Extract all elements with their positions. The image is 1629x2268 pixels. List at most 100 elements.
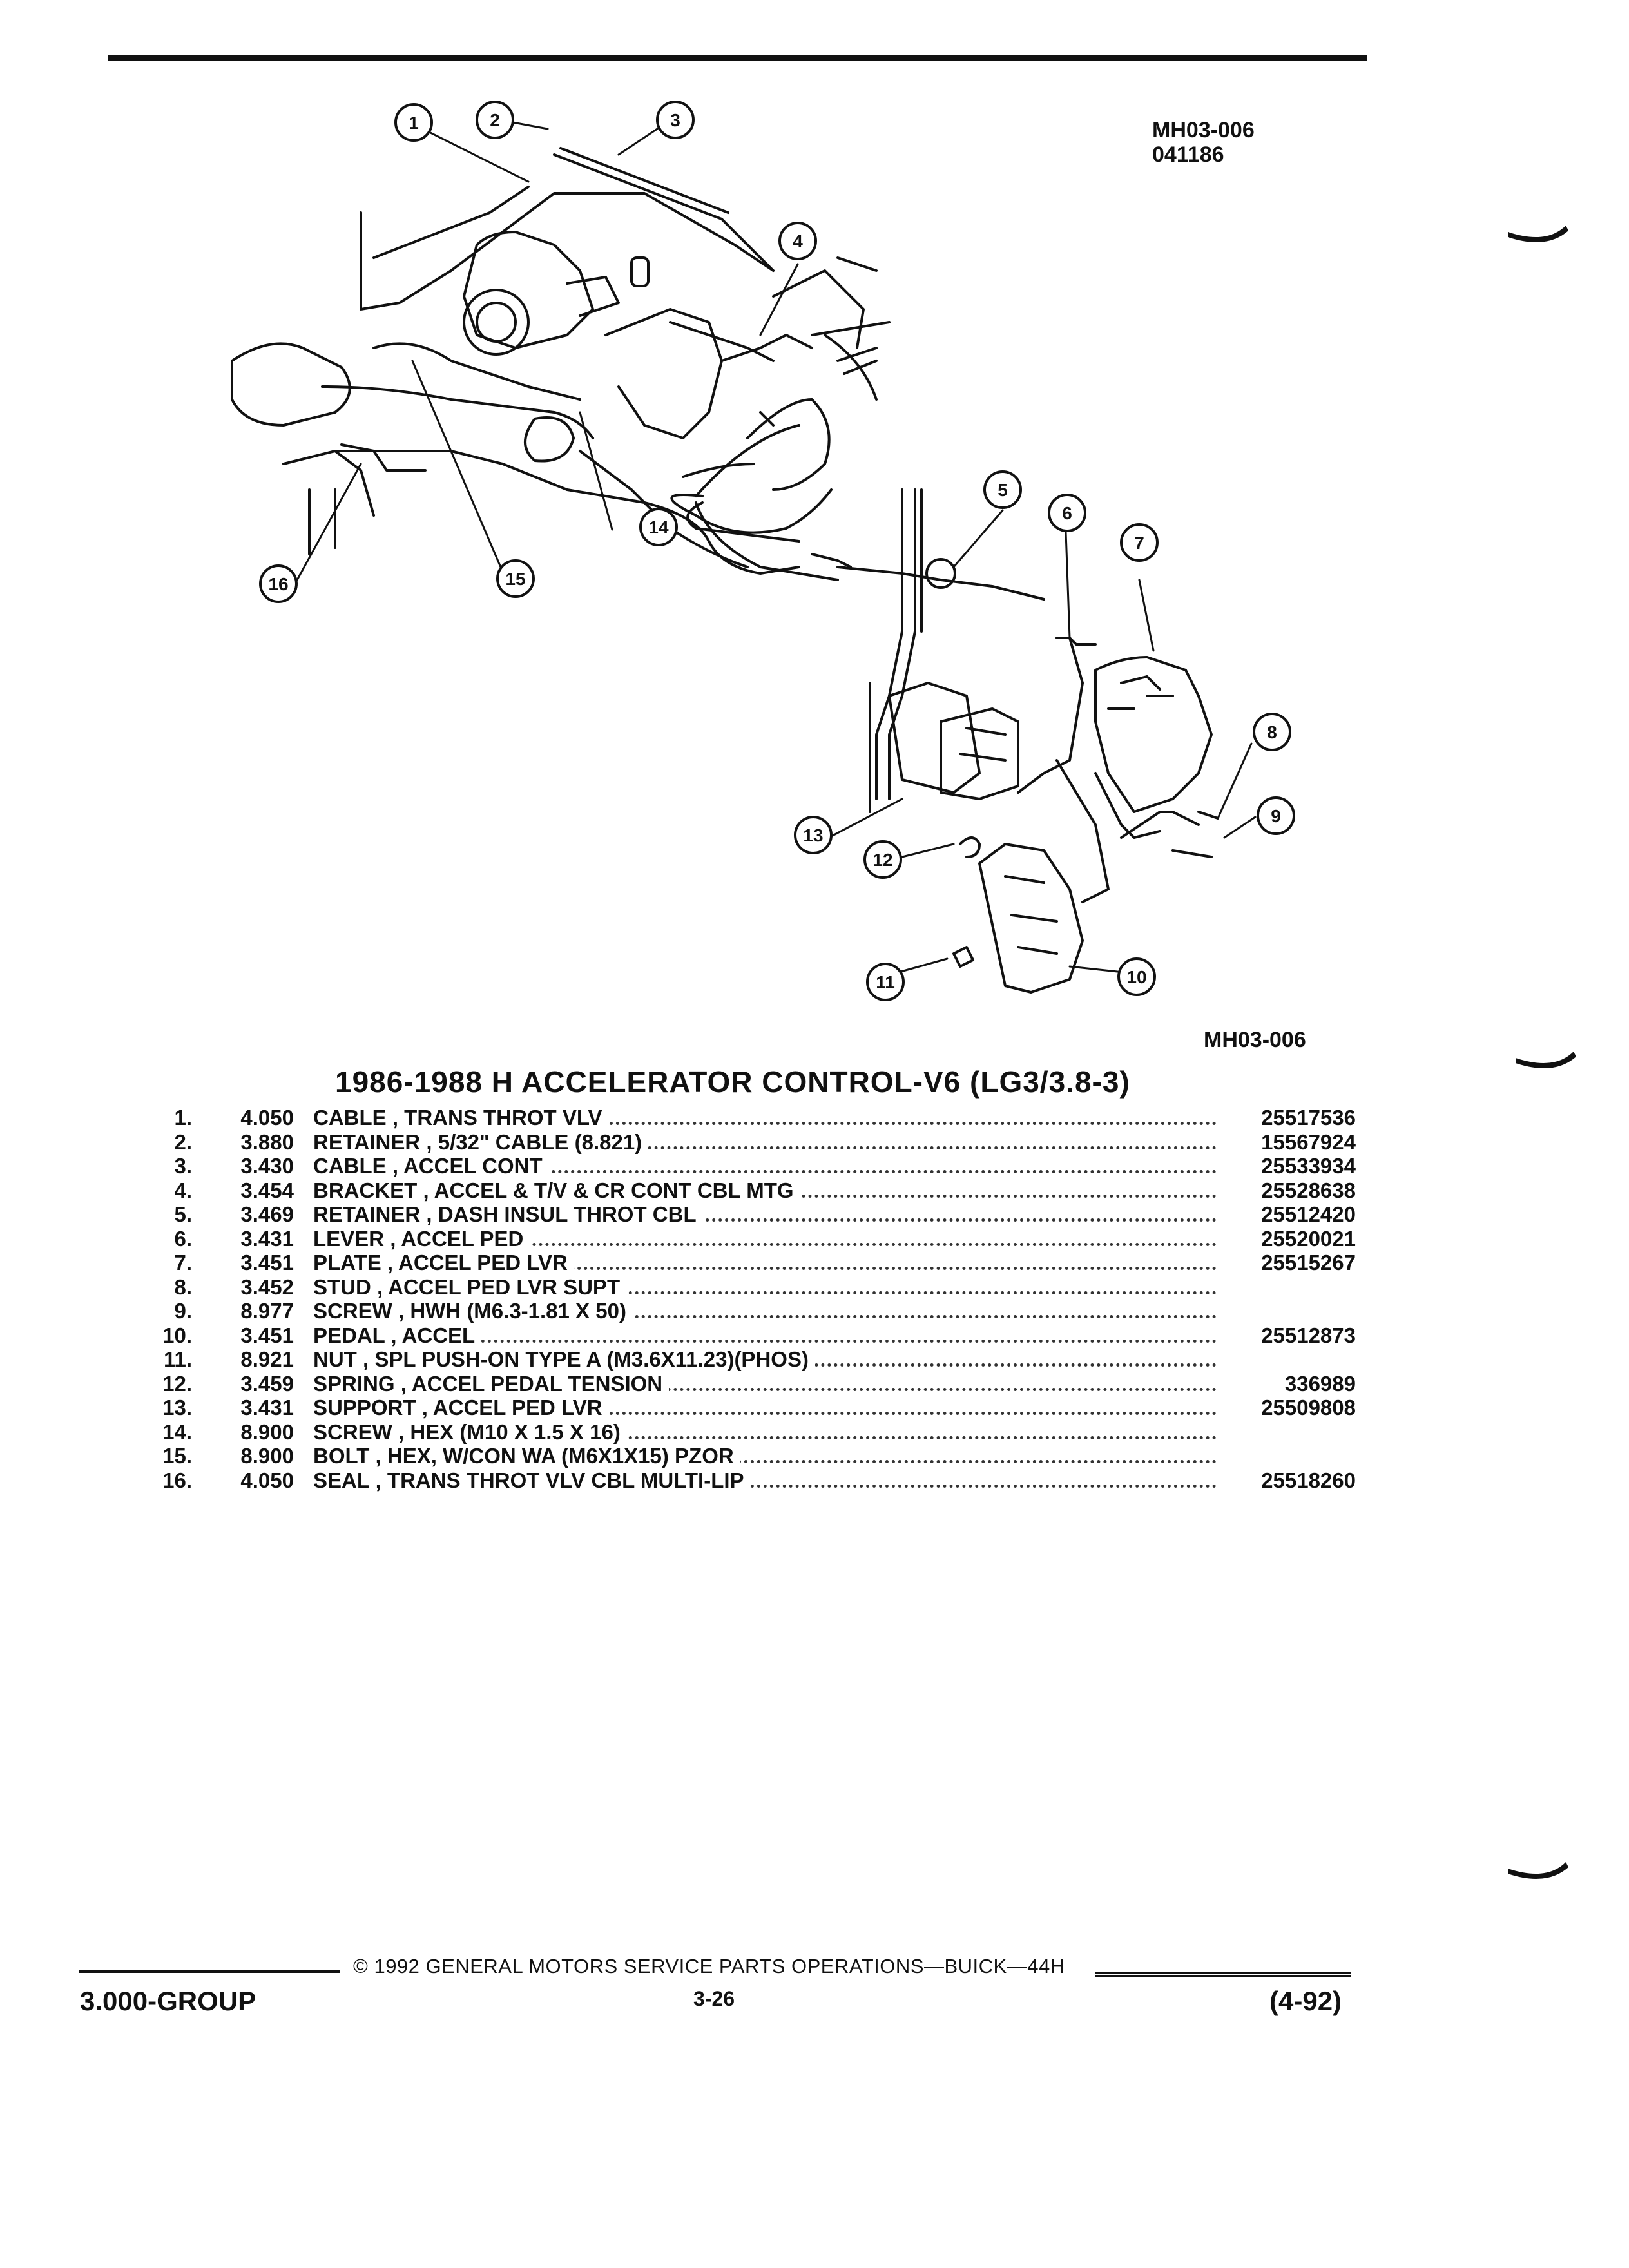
- part-description: PLATE , ACCEL PED LVR: [313, 1251, 574, 1274]
- callout-11: [866, 963, 905, 1001]
- figure-id-block: MH03-006 041186: [1152, 118, 1255, 167]
- figure-id: MH03-006: [1152, 118, 1255, 142]
- item-number: 12.: [162, 1371, 192, 1396]
- callout-13: [794, 816, 833, 854]
- accelerator-control-diagram: 1 2 3 4 5 6 7 8 9 10 11 12 13 14 15 16: [231, 101, 1295, 1001]
- part-description: SPRING , ACCEL PEDAL TENSION: [313, 1371, 670, 1396]
- part-description: SCREW , HWH (M6.3-1.81 X 50): [313, 1299, 633, 1323]
- callout-8: [1253, 713, 1291, 751]
- footer-page-number: 3-26: [693, 1987, 735, 2010]
- callout-label: 8: [1267, 722, 1277, 742]
- item-number: 8.: [174, 1274, 192, 1299]
- footer-date: (4-92): [1269, 1986, 1342, 2016]
- item-number: 2.: [174, 1129, 192, 1154]
- leader-dots: [321, 1315, 1217, 1318]
- footer-copyright: © 1992 GENERAL MOTORS SERVICE PARTS OPER…: [353, 1955, 1065, 1977]
- binding-mark: [1508, 226, 1568, 242]
- callout-circles: [259, 101, 1295, 1001]
- item-number: 3.: [174, 1154, 192, 1178]
- part-description: RETAINER , 5/32" CABLE (8.821): [313, 1129, 649, 1154]
- top-rule: [108, 55, 1367, 61]
- callout-label: 13: [803, 825, 823, 845]
- item-number: 1.: [174, 1106, 192, 1129]
- callout-10: [1117, 957, 1156, 996]
- leader-dots: [321, 1460, 1217, 1463]
- item-number: 9.: [174, 1299, 192, 1323]
- pedal-assembly: [869, 488, 1219, 994]
- group-number: 3.469: [240, 1202, 294, 1226]
- item-number: 7.: [174, 1251, 192, 1274]
- binding-mark: [1516, 1052, 1576, 1068]
- callout-label: 14: [648, 517, 669, 537]
- callout-12: [863, 840, 902, 879]
- callout-label: 6: [1062, 503, 1072, 523]
- part-description: BOLT , HEX, W/CON WA (M6X1X15) PZOR: [313, 1444, 740, 1468]
- part-number: 25517536: [1261, 1106, 1356, 1129]
- part-number: 25515267: [1261, 1251, 1356, 1274]
- leader-dots: [321, 1412, 1217, 1415]
- part-description: SCREW , HEX (M10 X 1.5 X 16): [313, 1419, 627, 1444]
- callout-label: 11: [876, 972, 895, 992]
- group-number: 3.430: [240, 1154, 294, 1178]
- item-number: 14.: [162, 1419, 192, 1444]
- leader-dots: [321, 1146, 1217, 1149]
- group-number: 3.454: [240, 1178, 294, 1202]
- leader-dots: [321, 1436, 1217, 1439]
- leader-dots: [321, 1122, 1217, 1125]
- binding-mark: [1508, 1862, 1568, 1879]
- leader-dots: [321, 1484, 1217, 1488]
- callout-14: [639, 508, 678, 546]
- leader-dots: [321, 1170, 1217, 1173]
- figure-date-code: 041186: [1152, 142, 1224, 167]
- item-number: 16.: [162, 1468, 192, 1492]
- callout-4: [778, 222, 817, 260]
- callout-7: [1120, 523, 1159, 562]
- part-description: SEAL , TRANS THROT VLV CBL MULTI-LIP: [313, 1468, 751, 1492]
- parts-row: 7. 3.451 PLATE , ACCEL PED LVR 25515267: [147, 1251, 1371, 1275]
- callout-label: 3: [670, 110, 680, 130]
- part-description: RETAINER , DASH INSUL THROT CBL: [313, 1202, 703, 1226]
- group-number: 4.050: [240, 1106, 294, 1129]
- group-number: 3.459: [240, 1371, 294, 1396]
- callout-label: 7: [1134, 533, 1144, 553]
- callout-label: 9: [1271, 806, 1281, 826]
- callout-labels: 1 2 3 4 5 6 7 8 9 10 11 12 13 14 15 16: [268, 110, 1280, 992]
- group-number: 3.451: [240, 1251, 294, 1274]
- callout-label: 4: [793, 231, 803, 251]
- part-description: BRACKET , ACCEL & T/V & CR CONT CBL MTG: [313, 1178, 800, 1202]
- leader-dots: [321, 1267, 1217, 1270]
- engine-assembly: [231, 186, 891, 575]
- leader-dots: [321, 1291, 1217, 1294]
- group-number: 3.452: [240, 1274, 294, 1299]
- callout-16: [259, 564, 298, 603]
- callout-label: 12: [872, 850, 892, 870]
- part-description: LEVER , ACCEL PED: [313, 1226, 530, 1251]
- callout-15: [496, 559, 535, 598]
- part-number: 15567924: [1261, 1129, 1356, 1154]
- callout-5: [983, 470, 1022, 509]
- callout-label: 1: [409, 113, 419, 133]
- callout-1: [394, 103, 433, 142]
- leader-lines: [295, 121, 1257, 973]
- callout-9: [1257, 796, 1295, 835]
- group-number: 3.431: [240, 1226, 294, 1251]
- callout-label: 15: [505, 569, 525, 589]
- callout-6: [1048, 494, 1086, 532]
- part-number: 25520021: [1261, 1226, 1356, 1251]
- callout-label: 5: [998, 480, 1008, 500]
- part-number: 25512873: [1261, 1323, 1356, 1347]
- item-number: 11.: [163, 1347, 192, 1371]
- callout-3: [656, 101, 695, 139]
